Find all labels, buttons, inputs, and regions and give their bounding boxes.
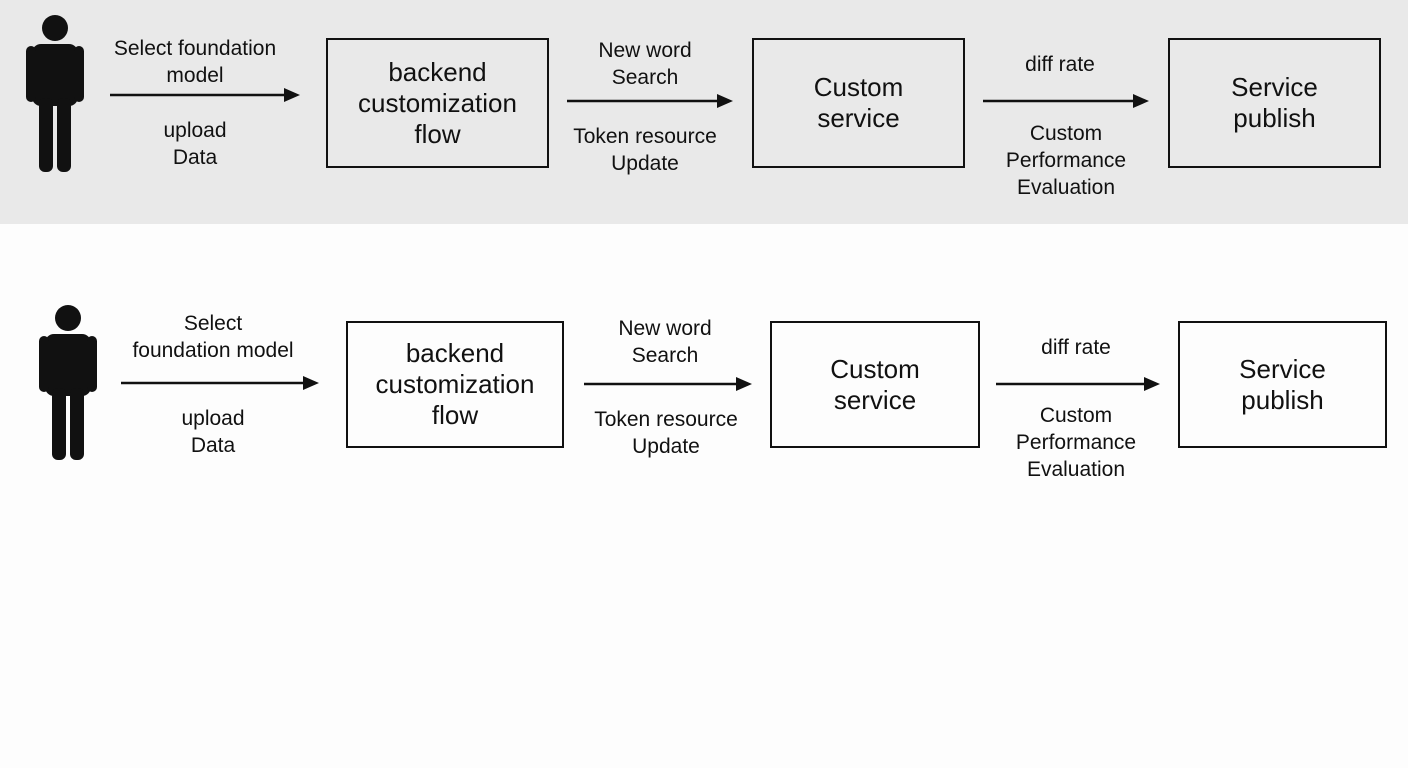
label-line: Evaluation [1016,176,1116,199]
person-icon [39,305,97,460]
step1-above-label: Select foundation model [100,35,290,89]
step1-above-label: Select foundation model [118,310,308,364]
box-line: service [833,384,917,415]
step2-below-label: Token resource Update [576,406,756,460]
backend-customization-flow-box: backend customization flow [346,321,564,448]
step1-below-label: upload Data [120,117,270,171]
arrow-2 [567,94,733,108]
label-line: Data [172,146,218,169]
arrow-2 [584,377,752,391]
arrow-1 [121,376,319,390]
box-line: publish [1241,384,1324,415]
label-line: diff rate [1025,53,1095,76]
box-line: backend [388,56,487,87]
label-line: Custom [1029,122,1103,145]
box-line: Service [1231,72,1318,102]
box-line: Custom [813,72,904,102]
label-line: Custom [1039,404,1113,427]
label-line: model [166,64,224,87]
box-line: flow [414,118,461,149]
box-line: flow [431,400,479,430]
box-line: backend [405,338,505,368]
label-line: Search [611,66,679,89]
label-line: Token resource [594,408,738,431]
label-line: foundation model [132,339,294,362]
step2-above-label: New word Search [580,315,750,369]
label-line: diff rate [1041,336,1111,359]
arrow-3 [983,94,1149,108]
custom-service-box: Custom service [752,38,965,168]
label-line: Search [631,344,699,367]
box-line: service [817,103,900,133]
label-line: Select foundation [113,37,277,60]
backend-customization-flow-box: backend customization flow [326,38,549,168]
step2-below-label: Token resource Update [555,123,735,177]
box-line: customization [358,87,517,118]
step1-below-label: upload Data [138,405,288,459]
label-line: Select [183,312,243,335]
label-line: Token resource [573,125,717,148]
label-line: Data [190,434,236,457]
step3-above-label: diff rate [1006,334,1146,361]
label-line: Update [632,435,700,458]
step3-above-label: diff rate [990,51,1130,78]
label-line: upload [181,407,245,430]
label-line: upload [163,119,227,142]
label-line: New word [618,317,712,340]
service-publish-box: Service publish [1168,38,1381,168]
box-line: customization [375,369,535,399]
label-line: Evaluation [1026,458,1126,481]
box-line: Custom [830,353,920,384]
box-line: Service [1239,353,1326,384]
label-line: Update [611,152,679,175]
top-flow-panel: Select foundation model upload Data back… [0,0,1408,224]
step2-above-label: New word Search [560,37,730,91]
label-line: New word [598,39,692,62]
arrow-1 [110,88,300,102]
arrow-3 [996,377,1160,391]
box-line: publish [1233,103,1316,133]
bottom-flow-panel: Select foundation model upload Data back… [0,224,1408,768]
service-publish-box: Service publish [1178,321,1387,448]
label-line: Performance [1015,431,1137,454]
person-icon [26,15,84,172]
label-line: Performance [1005,149,1127,172]
custom-service-box: Custom service [770,321,980,448]
step3-below-label: Custom Performance Evaluation [986,120,1146,201]
step3-below-label: Custom Performance Evaluation [996,402,1156,483]
